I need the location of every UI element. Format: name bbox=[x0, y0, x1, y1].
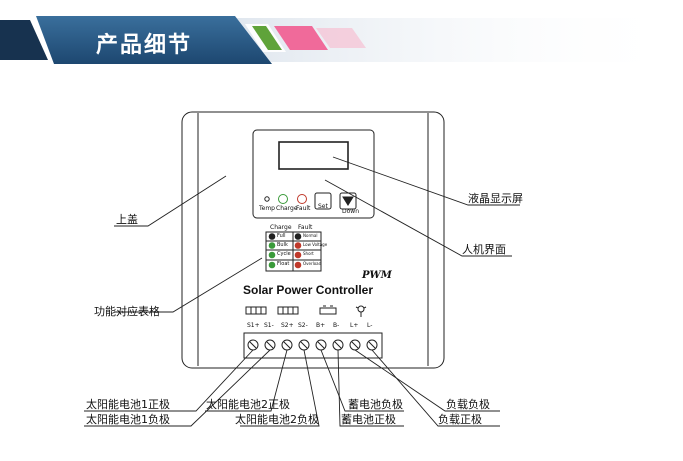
callout-s2-neg: 太阳能电池2负极 bbox=[235, 413, 319, 426]
callout-lcd: 液晶显示屏 bbox=[468, 192, 523, 205]
function-table-row-left: Float bbox=[277, 261, 290, 267]
function-table-row-right: Short bbox=[303, 251, 314, 256]
banner-title: 产品细节 bbox=[96, 33, 193, 58]
callout-function-table: 功能对应表格 bbox=[94, 305, 160, 318]
temp-label: Temp bbox=[259, 205, 275, 212]
terminal-label-l-pos: L+ bbox=[350, 322, 359, 329]
function-table-row-right: Low Voltage bbox=[303, 242, 328, 247]
function-table-row-right: Overload bbox=[303, 261, 322, 266]
brand-label: PWM bbox=[362, 270, 392, 281]
down-button-label: Down bbox=[342, 208, 360, 215]
charge-label: Charge bbox=[276, 205, 298, 212]
callout-s1-neg: 太阳能电池1负极 bbox=[86, 413, 170, 426]
terminal-label-s1-neg: S1- bbox=[264, 322, 274, 329]
banner-pink-accent bbox=[274, 26, 328, 50]
function-table-row-left: Full bbox=[277, 233, 286, 239]
terminal-label-b-pos: B+ bbox=[316, 322, 326, 329]
fault-led bbox=[297, 194, 307, 204]
product-name: Solar Power Controller bbox=[243, 283, 374, 297]
front-panel bbox=[252, 129, 375, 219]
callout-s2-pos: 太阳能电池2正极 bbox=[206, 398, 290, 411]
banner-green-accent bbox=[252, 26, 282, 50]
callout-hmi: 人机界面 bbox=[462, 243, 506, 256]
terminal-label-b-neg: B- bbox=[333, 322, 340, 329]
controller-body bbox=[181, 111, 445, 369]
terminal-label-s1-pos: S1+ bbox=[247, 322, 260, 329]
terminal-label-s2-neg: S2- bbox=[298, 322, 308, 329]
terminal-label-l-neg: L- bbox=[367, 322, 373, 329]
callout-bat-pos: 蓄电池正极 bbox=[341, 413, 396, 426]
function-table-row-left: Cycle bbox=[277, 251, 291, 257]
battery-icon bbox=[319, 307, 337, 315]
fault-label: Fault bbox=[296, 205, 311, 212]
terminal-block bbox=[243, 332, 383, 359]
callout-load-pos: 负载正极 bbox=[438, 413, 482, 426]
terminal-label-s2-pos: S2+ bbox=[281, 322, 294, 329]
function-table-row-left: Bulk bbox=[277, 242, 288, 248]
set-button bbox=[314, 192, 332, 210]
function-table-header-fault: Fault bbox=[298, 224, 313, 231]
header-banner bbox=[0, 16, 683, 64]
callout-load-neg: 负载负极 bbox=[446, 398, 490, 411]
function-table-row-right: Normal bbox=[303, 233, 318, 238]
leader-lines bbox=[84, 156, 520, 427]
callout-top-cover: 上盖 bbox=[116, 213, 138, 226]
callout-s1-pos: 太阳能电池1正极 bbox=[86, 398, 170, 411]
callout-bat-neg: 蓄电池负极 bbox=[348, 398, 403, 411]
set-button-label: Set bbox=[318, 203, 328, 210]
banner-main-shape bbox=[36, 16, 272, 64]
banner-dark-tab bbox=[0, 20, 48, 60]
charge-led bbox=[278, 194, 288, 204]
lcd-screen bbox=[278, 141, 349, 170]
temp-led bbox=[264, 196, 270, 202]
function-table-header-charge: Charge bbox=[270, 224, 292, 231]
